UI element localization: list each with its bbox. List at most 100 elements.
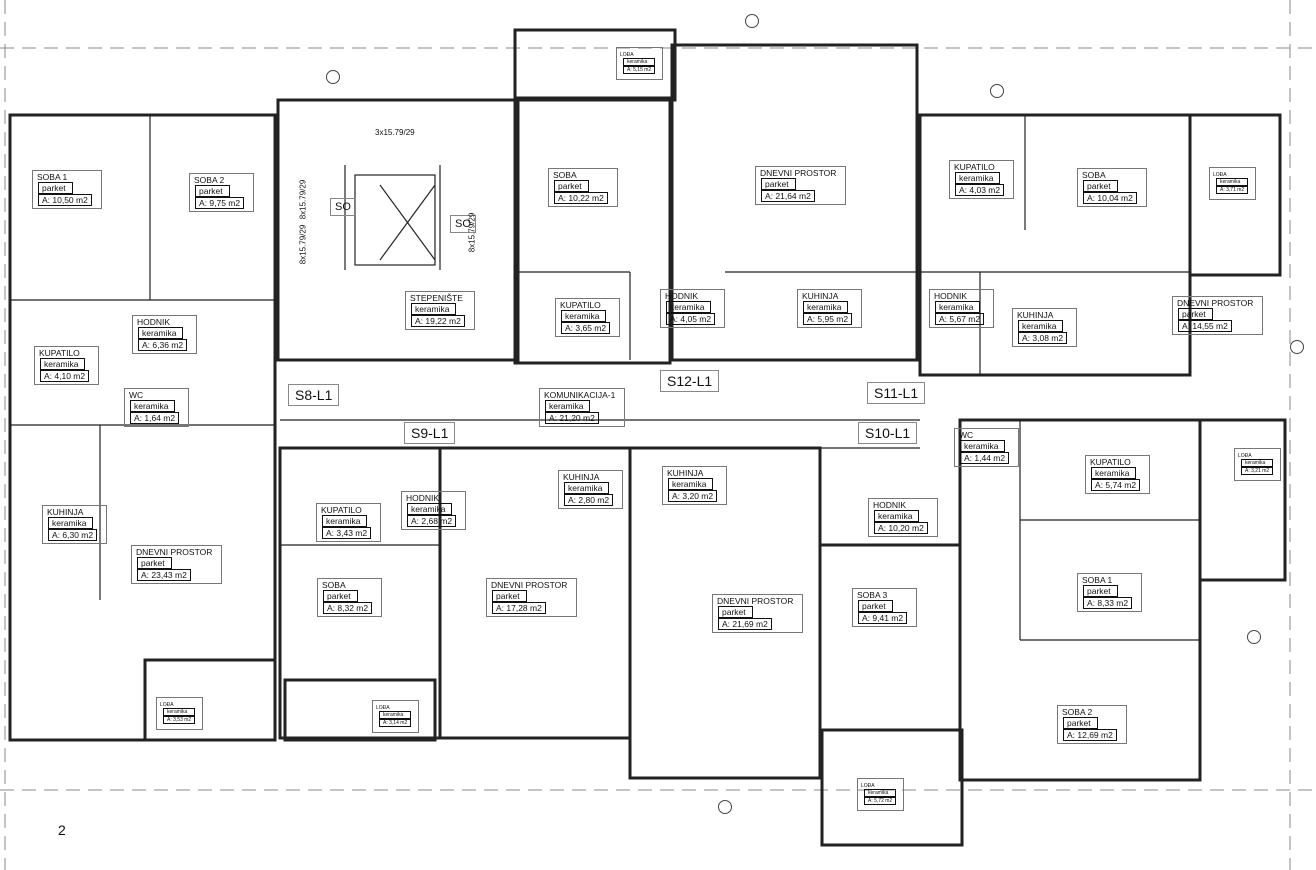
room-area: A: 6,36 m2 [138, 339, 188, 351]
column-marker [1290, 340, 1304, 354]
room-finish: parket [323, 590, 358, 602]
room-finish: keramika [322, 515, 368, 527]
room-name: HODNIK [137, 317, 171, 327]
room-name: KUPATILO [321, 505, 362, 515]
room-area: A: 8,33 m2 [1083, 597, 1133, 609]
room-name: HODNIK [873, 500, 907, 510]
loggia-area: A: 3,71 m2 [1216, 186, 1249, 194]
unit-label: S12-L1 [660, 370, 720, 392]
loggia-finish: keramika [623, 58, 656, 66]
room-area: A: 9,41 m2 [858, 612, 908, 624]
room-area: A: 19,22 m2 [411, 315, 465, 327]
room-area: A: 17,28 m2 [492, 602, 546, 614]
loggia-name: LOĐA [1238, 453, 1252, 459]
room-area: A: 3,08 m2 [1018, 332, 1068, 344]
room-finish: keramika [138, 327, 184, 339]
room-name: KUHINJA [563, 472, 600, 482]
room-finish: parket [761, 178, 796, 190]
room-name: DNEVNI PROSTOR [1177, 298, 1254, 308]
room-area: A: 8,32 m2 [323, 602, 373, 614]
room-area: A: 5,67 m2 [935, 313, 985, 325]
room-finish: keramika [1018, 320, 1064, 332]
stair-run-label: 8x15.79/29 [298, 224, 308, 265]
room-area: A: 10,50 m2 [38, 194, 92, 206]
room-area: A: 4,10 m2 [40, 370, 90, 382]
loggia-area: A: 5,72 m2 [864, 797, 897, 805]
loggia-finish: keramika [1241, 459, 1274, 467]
loggia-area: A: 3,14 m2 [379, 719, 412, 727]
room-finish: keramika [564, 482, 610, 494]
room-finish: parket [1063, 717, 1098, 729]
room-name: DNEVNI PROSTOR [491, 580, 568, 590]
inner-walls [10, 115, 1200, 641]
loggia-name: LOĐA [1213, 172, 1227, 178]
room-finish: keramika [668, 478, 714, 490]
unit-label: S8-L1 [288, 384, 340, 406]
room-finish: keramika [545, 400, 591, 412]
room-area: A: 21,20 m2 [545, 412, 599, 424]
room-finish: keramika [40, 358, 86, 370]
column-marker [1247, 630, 1261, 644]
stair-run-label: 8x15.79/29 [467, 212, 477, 253]
column-marker [990, 84, 1004, 98]
room-name: SOBA 1 [1082, 575, 1113, 585]
room-area: A: 5,74 m2 [1091, 479, 1141, 491]
room-name: SOBA [1082, 170, 1106, 180]
loggia-name: LOĐA [620, 52, 634, 58]
room-area: A: 21,64 m2 [761, 190, 815, 202]
room-area: A: 3,43 m2 [322, 527, 372, 539]
room-area: A: 21,69 m2 [718, 618, 772, 630]
room-area: A: 12,69 m2 [1063, 729, 1117, 741]
column-marker [745, 14, 759, 28]
room-name: KUPATILO [560, 300, 601, 310]
room-area: A: 9,75 m2 [195, 197, 245, 209]
room-area: A: 2,68 m2 [407, 515, 457, 527]
room-name: KUHINJA [1017, 310, 1054, 320]
room-finish: keramika [955, 172, 1001, 184]
room-finish: keramika [1091, 467, 1137, 479]
loggia-name: LOĐA [861, 783, 875, 789]
stair-run-label: 3x15.79/29 [375, 128, 415, 137]
room-name: KOMUNIKACIJA-1 [544, 390, 616, 400]
loggia-name: LOĐA [160, 702, 174, 708]
loggia-name: LOĐA [376, 705, 390, 711]
room-area: A: 2,80 m2 [564, 494, 614, 506]
stair-label: SO [450, 215, 476, 233]
room-finish: parket [38, 182, 73, 194]
room-name: SOBA 3 [857, 590, 888, 600]
loggia-area: A: 3,53 m2 [163, 716, 196, 724]
room-finish: keramika [407, 503, 453, 515]
unit-label: S11-L1 [867, 382, 926, 404]
loggia-finish: keramika [163, 708, 196, 716]
room-finish: parket [492, 590, 527, 602]
room-finish: keramika [874, 510, 920, 522]
page-number: 2 [58, 822, 66, 838]
room-finish: parket [195, 185, 230, 197]
room-name: STEPENIŠTE [410, 293, 463, 303]
room-name: SOBA 1 [37, 172, 68, 182]
room-name: DNEVNI PROSTOR [136, 547, 213, 557]
